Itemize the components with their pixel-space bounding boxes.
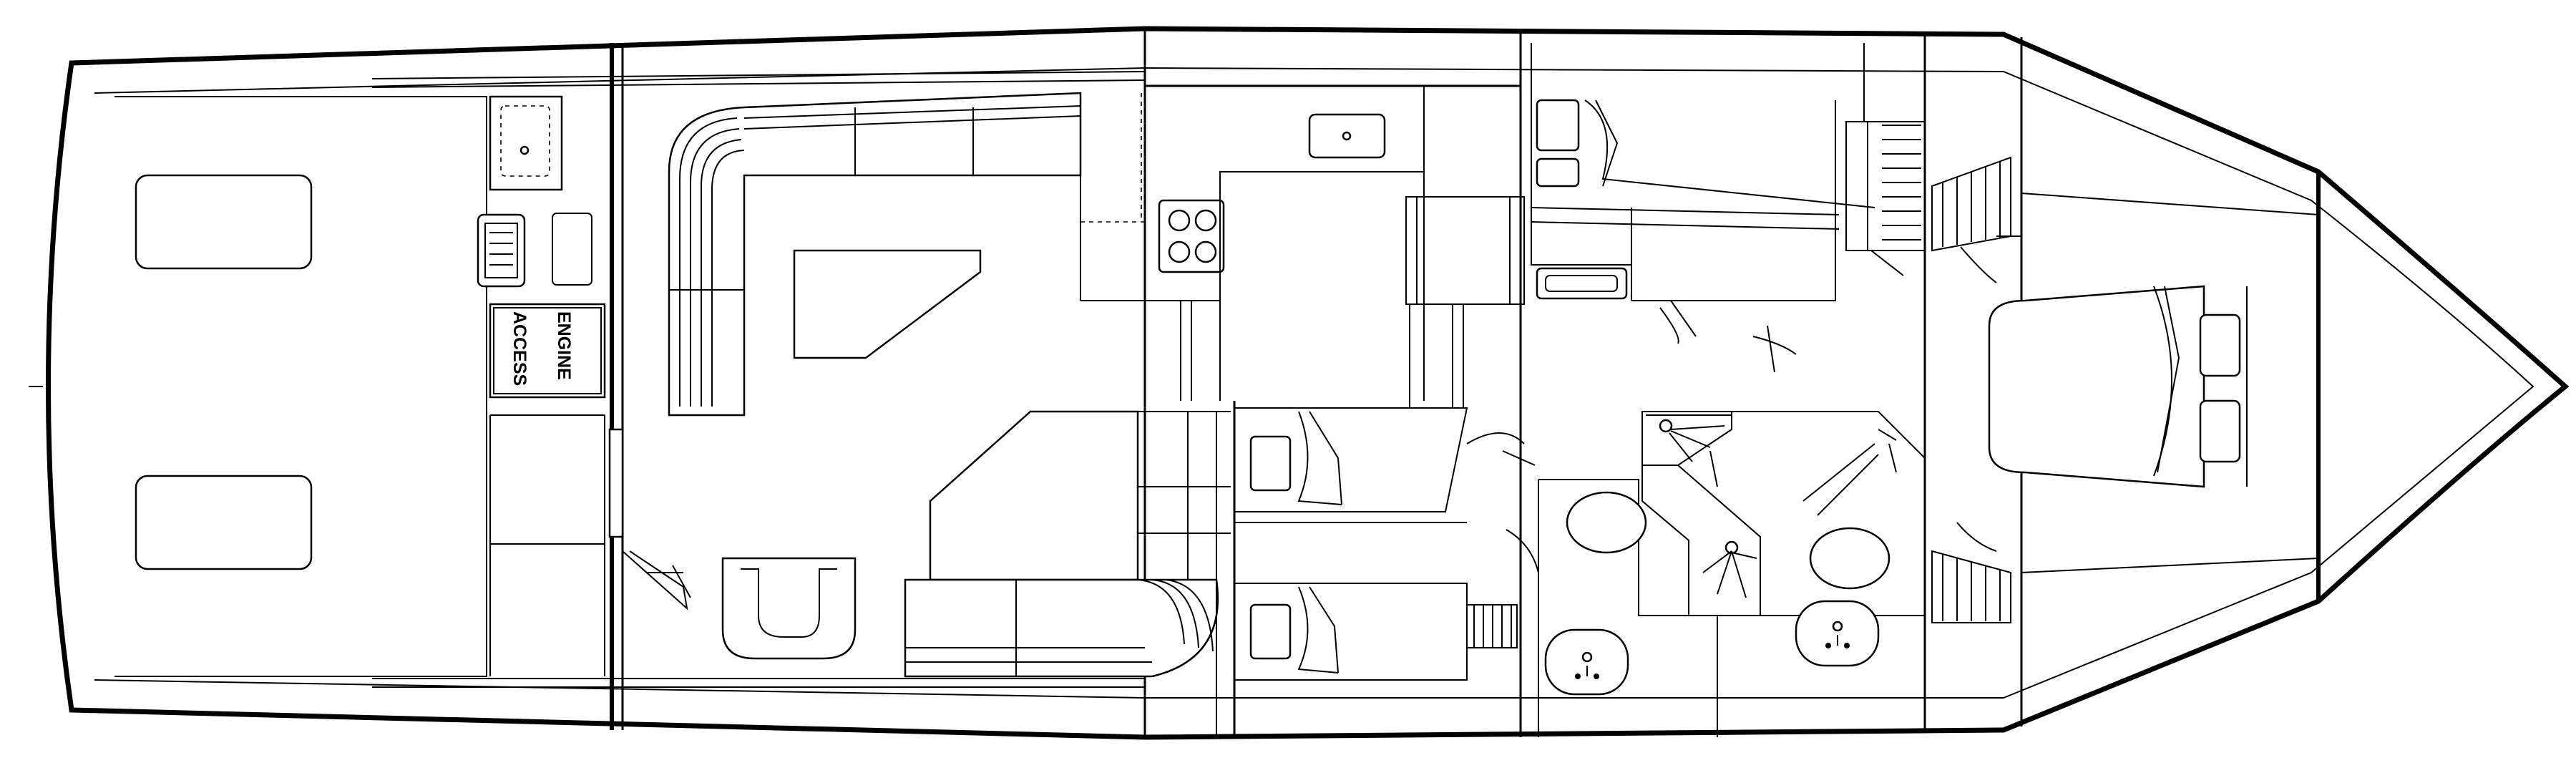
head-port xyxy=(1538,479,1718,737)
berth-pillow-sb[interactable] xyxy=(1536,99,1580,152)
access-label: ACCESS xyxy=(509,311,530,386)
salon-settee-lower[interactable] xyxy=(904,410,1231,737)
shower-center xyxy=(1641,465,1761,616)
galley xyxy=(1080,84,1521,401)
cockpit-hatch-top[interactable] xyxy=(135,174,313,270)
vberth-pillow-2[interactable] xyxy=(2199,399,2241,463)
cockpit-sink xyxy=(489,95,563,191)
cockpit-lockers xyxy=(489,414,605,676)
sink-starboard[interactable] xyxy=(1795,600,1880,667)
cabin-doors[interactable] xyxy=(1659,250,1904,373)
berth-pillow-sb2[interactable] xyxy=(1536,157,1580,188)
salon-table[interactable] xyxy=(793,249,982,359)
galley-cooktop[interactable] xyxy=(1158,199,1225,273)
head-starboard xyxy=(1732,411,1926,667)
guest-cabin-upper xyxy=(1234,407,1468,523)
vent-grille-forward-bottom xyxy=(1931,550,2011,623)
vberth[interactable] xyxy=(1988,285,2205,488)
cockpit-grill[interactable] xyxy=(477,213,592,288)
vanity-sb[interactable] xyxy=(1536,267,1628,300)
master-stateroom xyxy=(1956,193,2319,573)
engine-label: ENGINE xyxy=(554,311,574,380)
cockpit xyxy=(114,71,1146,688)
cockpit-hatch-bottom[interactable] xyxy=(135,475,313,570)
salon-door[interactable] xyxy=(608,428,691,611)
shower-port xyxy=(1641,411,1732,466)
forward-stair xyxy=(1845,43,1926,251)
starboard-cabin xyxy=(1531,43,1875,301)
vent-grille-mid xyxy=(1466,604,1518,648)
vberth-pillow-1[interactable] xyxy=(2199,313,2241,377)
salon-chair[interactable] xyxy=(721,557,857,660)
bunk-pillow-lower[interactable] xyxy=(1249,603,1292,660)
head-doors[interactable] xyxy=(1466,429,1897,573)
salon-settee-l[interactable] xyxy=(668,92,1082,417)
galley-stair xyxy=(1405,196,1525,408)
bunk-pillow-upper[interactable] xyxy=(1249,435,1292,492)
toilet-starboard[interactable] xyxy=(1809,527,1890,590)
toilet-port[interactable] xyxy=(1566,491,1647,554)
engine-access-hatch[interactable]: ENGINE ACCESS xyxy=(489,303,606,399)
